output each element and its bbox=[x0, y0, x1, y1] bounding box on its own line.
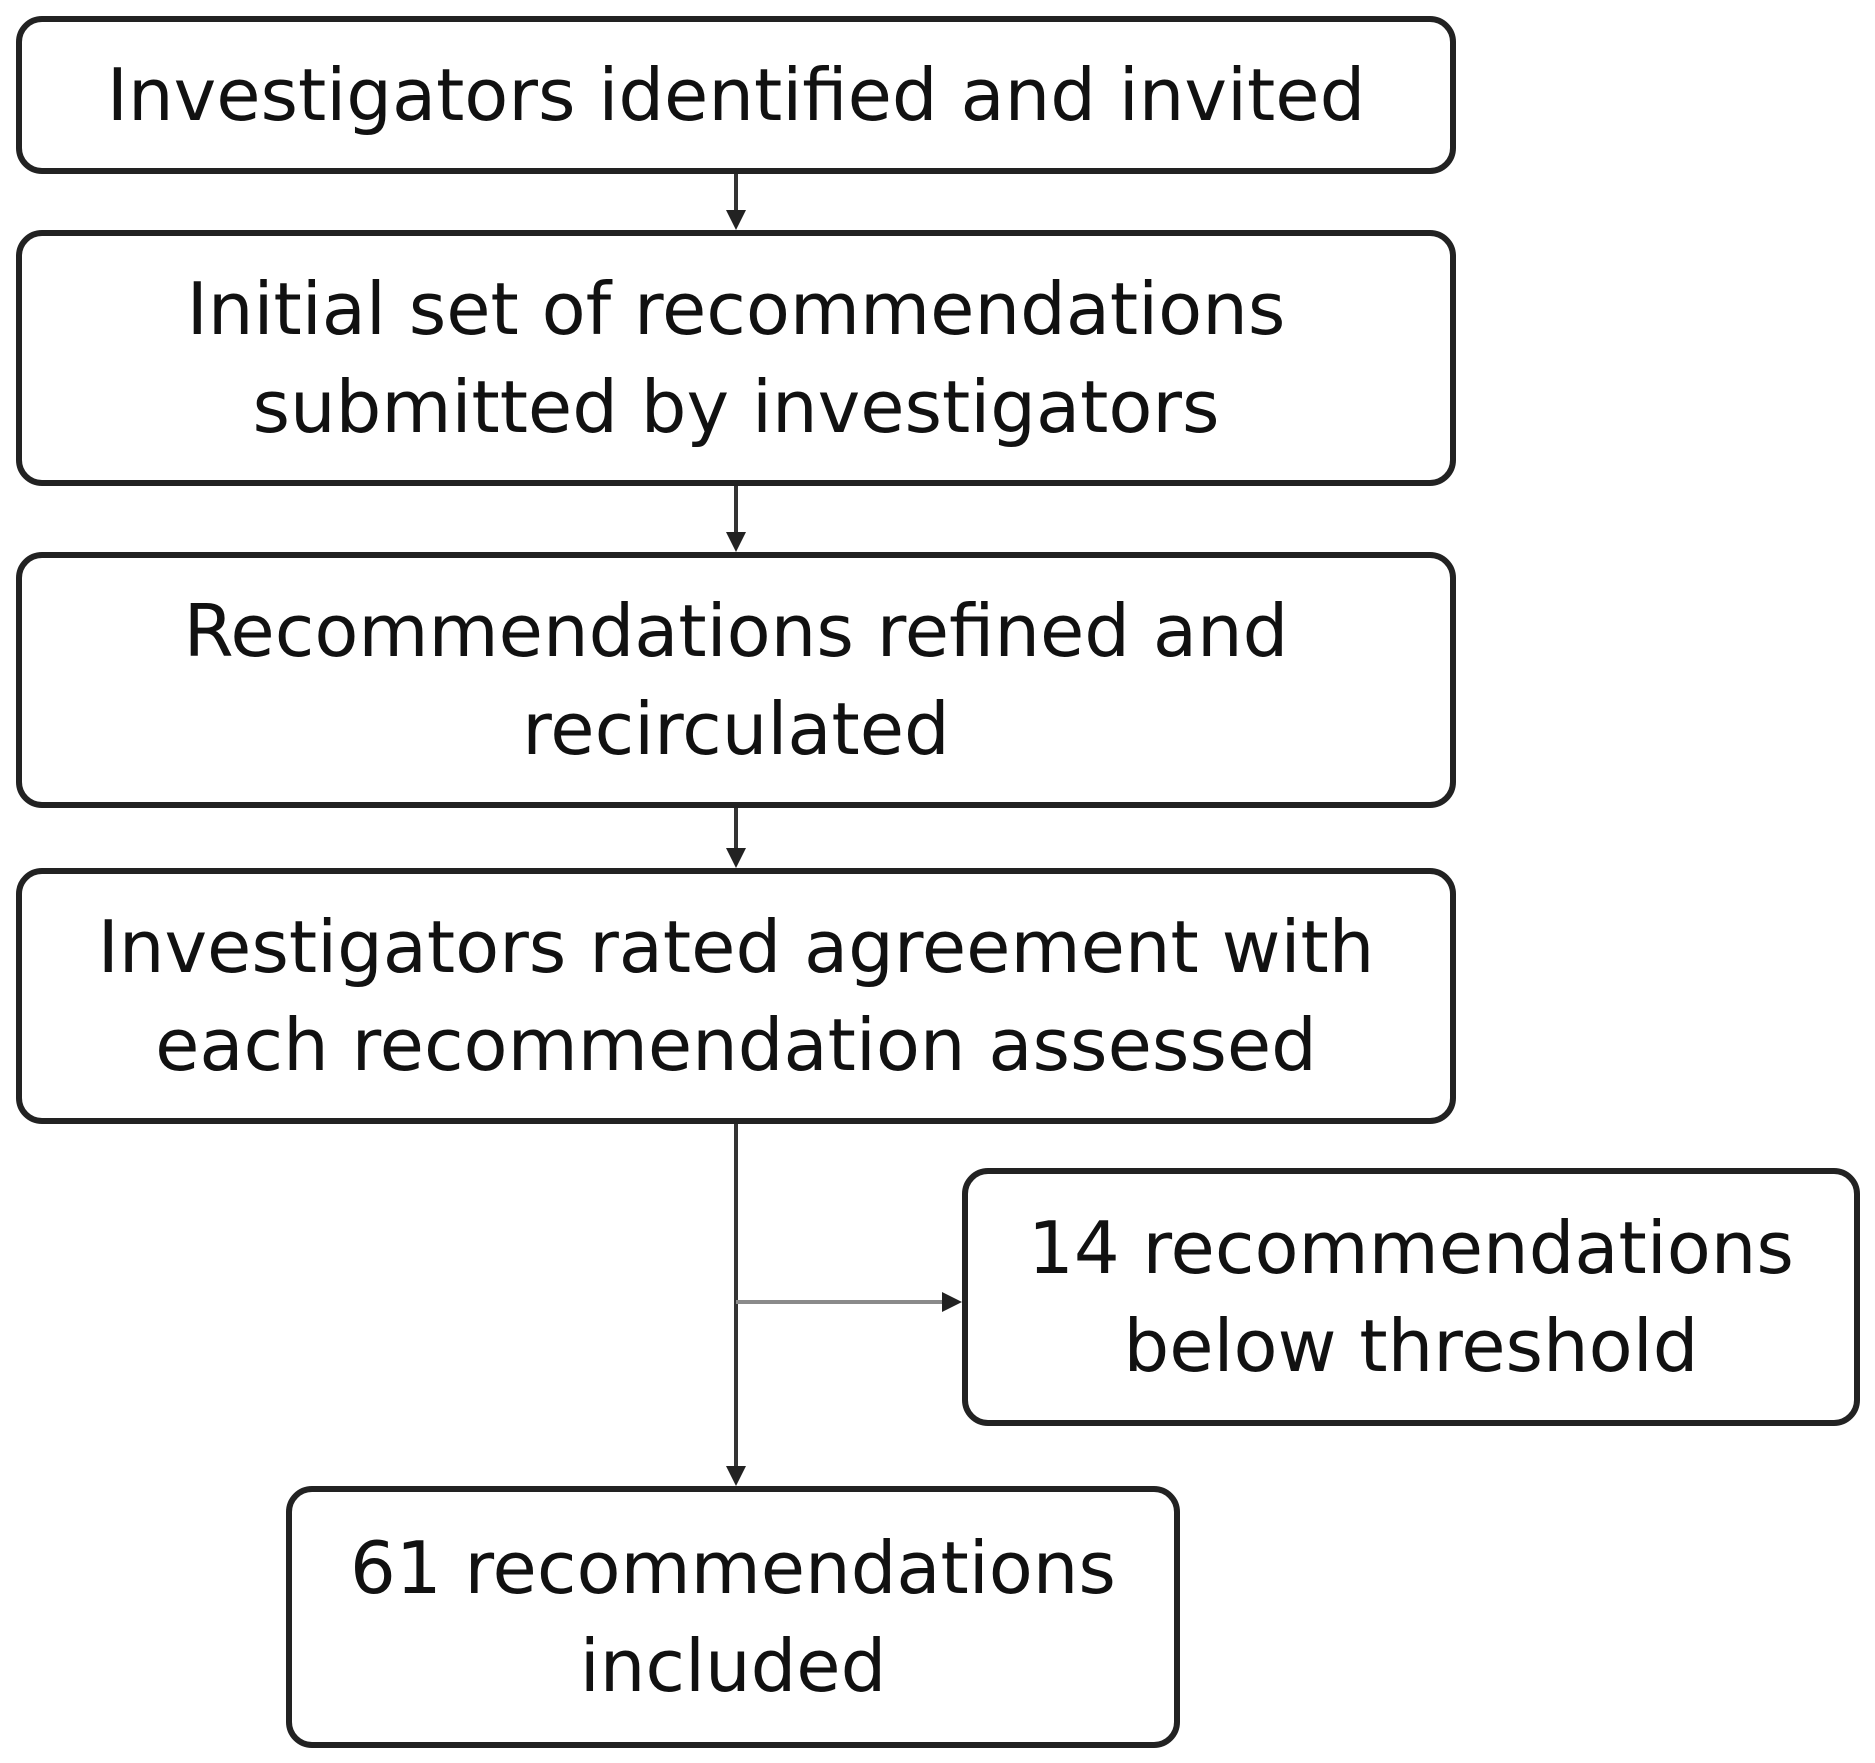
step-text: recirculated bbox=[522, 687, 950, 771]
step-box-investigators-identified: Investigators identified and invited bbox=[16, 16, 1456, 174]
arrowhead-icon bbox=[726, 532, 746, 552]
step-text: each recommendation assessed bbox=[155, 1003, 1317, 1087]
arrowhead-icon bbox=[726, 210, 746, 230]
step-box-recommendations-included: 61 recommendations included bbox=[286, 1486, 1180, 1748]
step-text: included bbox=[579, 1624, 887, 1708]
step-text: 14 recommendations bbox=[1028, 1206, 1794, 1290]
arrowhead-icon bbox=[942, 1292, 962, 1312]
step-box-below-threshold: 14 recommendations below threshold bbox=[962, 1168, 1860, 1426]
step-box-agreement-rated: Investigators rated agreement with each … bbox=[16, 868, 1456, 1124]
arrowhead-icon bbox=[726, 848, 746, 868]
step-text: submitted by investigators bbox=[252, 365, 1220, 449]
step-text: Investigators identified and invited bbox=[106, 53, 1366, 137]
step-box-recommendations-refined: Recommendations refined and recirculated bbox=[16, 552, 1456, 808]
arrowhead-icon bbox=[726, 1466, 746, 1486]
step-text: Initial set of recommendations bbox=[186, 267, 1286, 351]
step-text: 61 recommendations bbox=[350, 1526, 1116, 1610]
step-box-initial-recommendations: Initial set of recommendations submitted… bbox=[16, 230, 1456, 486]
step-text: below threshold bbox=[1123, 1304, 1699, 1388]
step-text: Investigators rated agreement with bbox=[97, 905, 1375, 989]
step-text: Recommendations refined and bbox=[183, 589, 1289, 673]
